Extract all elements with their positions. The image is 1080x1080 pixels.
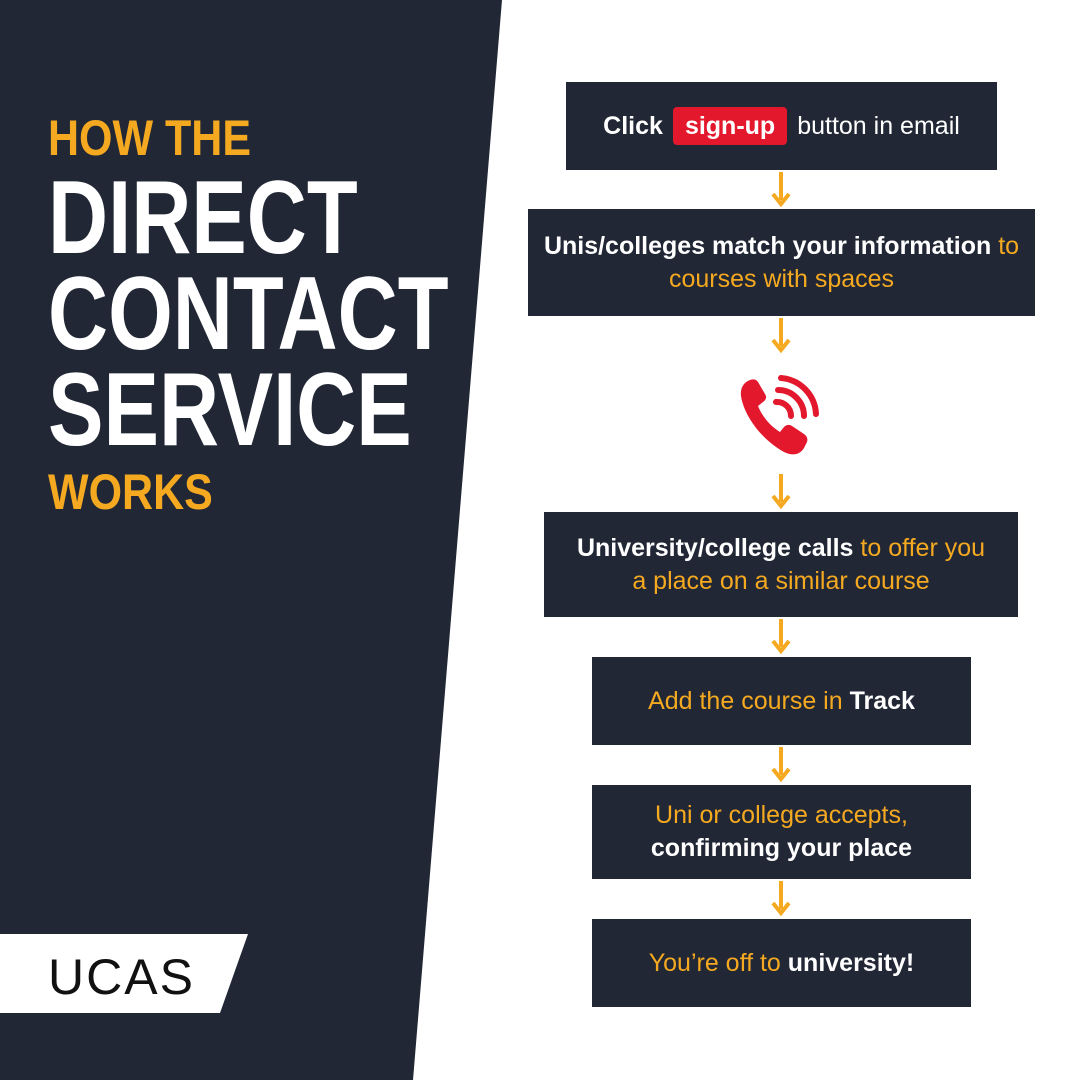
arrow-down-icon bbox=[771, 474, 791, 510]
ucas-logo: UCAS bbox=[48, 949, 195, 1005]
step-click-signup: Click sign-up button in email bbox=[566, 82, 997, 170]
title-line-how-the: HOW THE bbox=[48, 110, 252, 166]
arrow-down-icon bbox=[771, 619, 791, 655]
step1-click-text: Click bbox=[603, 111, 663, 140]
title-line-service: SERVICE bbox=[48, 352, 412, 468]
page-title: HOW THE DIRECT CONTACT SERVICE WORKS bbox=[48, 110, 449, 520]
step-match-information: Unis/colleges match your information to … bbox=[528, 209, 1035, 316]
step-off-to-university: You’re off to university! bbox=[592, 919, 971, 1007]
title-line-works: WORKS bbox=[48, 464, 213, 520]
step-uni-accepts: Uni or college accepts, confirming your p… bbox=[592, 785, 971, 879]
step-university-calls: University/college calls to offer you a … bbox=[544, 512, 1018, 617]
step4-bold: Track bbox=[849, 686, 915, 715]
phone-ringing-icon bbox=[740, 375, 819, 455]
arrow-down-icon bbox=[771, 172, 791, 208]
logo-white-band bbox=[0, 934, 248, 1013]
arrow-down-icon bbox=[771, 318, 791, 354]
arrow-down-icon bbox=[771, 747, 791, 783]
step2-bold: Unis/colleges match your information bbox=[543, 231, 992, 260]
step-add-course-track: Add the course in Track bbox=[592, 657, 971, 745]
step3-rest: to offer you a place on a similar course bbox=[632, 533, 986, 595]
step5-bold: confirming your place bbox=[650, 834, 913, 862]
step6-bold: university! bbox=[787, 948, 915, 977]
step1-button-text: button in email bbox=[797, 111, 960, 140]
title-line-contact: CONTACT bbox=[48, 256, 449, 372]
step6-rest: You’re off to bbox=[648, 948, 788, 977]
arrow-down-icon bbox=[771, 881, 791, 917]
title-line-direct: DIRECT bbox=[48, 160, 358, 276]
step4-rest: Add the course in bbox=[648, 686, 850, 715]
step5-rest: Uni or college accepts, bbox=[655, 801, 908, 829]
step3-bold: University/college calls bbox=[576, 533, 854, 562]
signup-button[interactable]: sign-up bbox=[672, 107, 788, 145]
step2-rest: to courses with spaces bbox=[668, 231, 1020, 293]
